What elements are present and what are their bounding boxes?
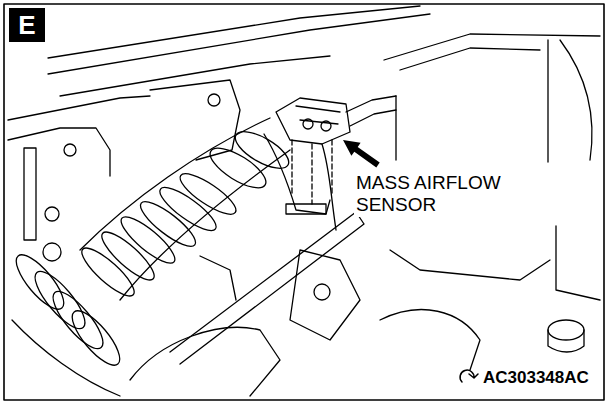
figure-code: AC303348AC	[481, 367, 591, 389]
callout-arrow	[343, 140, 380, 167]
figure-frame	[4, 4, 604, 400]
hose	[12, 320, 120, 396]
hose-ribs	[76, 125, 294, 303]
bracket	[24, 148, 36, 240]
bolt	[208, 94, 220, 106]
sensor-body	[276, 98, 350, 144]
lower-hose-ribs	[9, 248, 127, 372]
body-line	[48, 6, 420, 58]
bolt	[314, 284, 330, 300]
hidden-line	[292, 140, 332, 204]
sensor-detail	[296, 106, 340, 124]
section-letter: E	[18, 12, 35, 38]
bracket	[150, 80, 240, 160]
body-line	[48, 14, 430, 74]
sensor-screw	[321, 121, 331, 131]
bracket	[8, 128, 110, 176]
body-line	[60, 56, 330, 96]
lower-bracket	[290, 250, 360, 340]
lower-bracket	[130, 327, 280, 396]
body-line	[8, 96, 150, 120]
clamp	[43, 243, 61, 261]
air-cleaner-case	[400, 48, 540, 70]
reservoir-cap	[548, 320, 584, 340]
bolt	[45, 207, 59, 221]
hose-clamp	[286, 204, 326, 214]
part-label: MASS AIRFLOW SENSOR	[354, 171, 544, 217]
wire	[322, 144, 336, 230]
duct	[264, 134, 330, 214]
bracket	[200, 256, 236, 300]
harness	[346, 96, 396, 126]
air-cleaner-case	[390, 250, 550, 280]
air-cleaner-case	[384, 34, 600, 300]
bolt	[64, 144, 76, 156]
reservoir-cap	[548, 330, 584, 352]
air-cleaner-case	[560, 40, 592, 160]
figure-id-symbol	[460, 370, 478, 382]
sensor-screw	[303, 119, 313, 129]
lower-hose	[380, 310, 480, 370]
section-letter-box: E	[9, 8, 45, 42]
